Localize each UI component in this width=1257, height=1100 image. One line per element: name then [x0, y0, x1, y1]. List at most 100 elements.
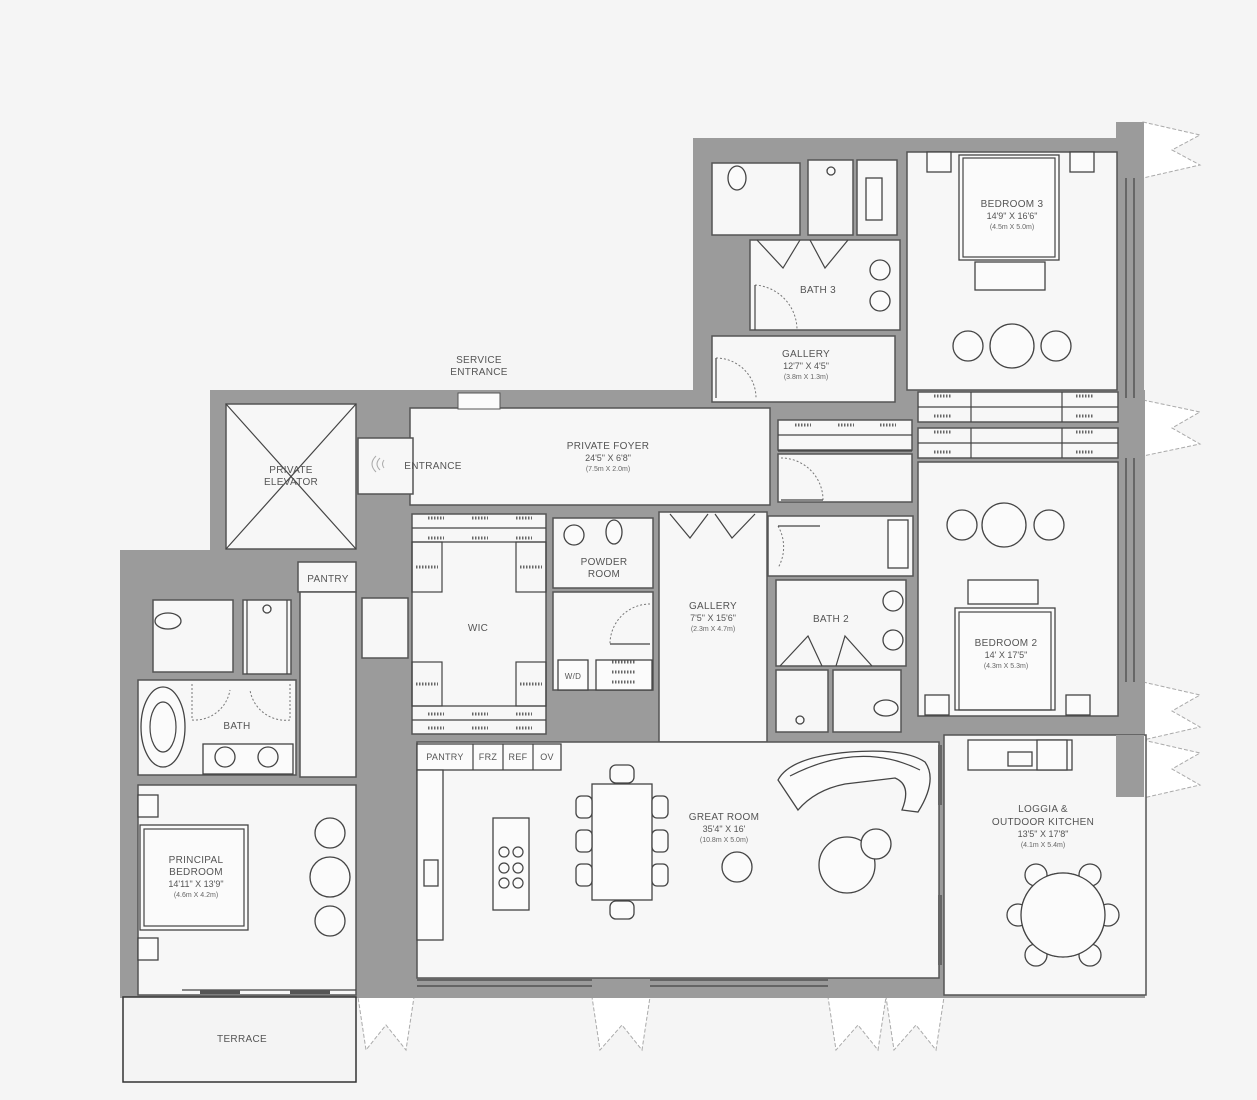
hall-closet [777, 453, 913, 503]
gallery-central-name: GALLERY [689, 601, 737, 612]
chair-icon [1040, 330, 1072, 362]
bath-shower [242, 599, 292, 675]
shower-head-icon [826, 166, 836, 176]
sink-icon [882, 590, 904, 612]
kitchen-sink-icon [423, 859, 439, 887]
entrance-light-icon [371, 455, 385, 473]
nightstand [1065, 694, 1091, 716]
elevator-line1: PRIVATE [269, 465, 312, 476]
sectional-sofa-icon [777, 750, 931, 813]
laundry-shelf [595, 659, 653, 691]
principal-line2: BEDROOM [169, 867, 223, 878]
nightstand [924, 694, 950, 716]
grill-icon [1007, 751, 1033, 767]
shower-head-icon [795, 715, 805, 725]
bath3-name: BATH 3 [800, 285, 836, 296]
outdoor-fridge [1036, 739, 1068, 771]
nightstand [926, 151, 952, 173]
kitchen-pantry-label: PANTRY [426, 752, 463, 762]
loggia-line1: LOGGIA & [1018, 804, 1068, 815]
coffee-table-icon [818, 836, 876, 894]
wic [411, 513, 547, 735]
private-foyer-name: PRIVATE FOYER [567, 441, 649, 452]
washer-dryer [557, 659, 589, 691]
table-icon [981, 502, 1027, 548]
wd-label: W/D [565, 672, 581, 681]
kitchen [416, 743, 562, 941]
bedroom2-dim: 14' X 17'5" [985, 650, 1028, 660]
pantry-corridor [299, 591, 357, 778]
chair-icon [946, 509, 978, 541]
bath2 [775, 579, 907, 667]
sink-icon [869, 259, 891, 281]
kitchen-frz-label: FRZ [479, 752, 498, 762]
nightstand [1069, 151, 1095, 173]
exterior-balcony-flags [123, 121, 1202, 1052]
entrance-vestibule [357, 437, 414, 495]
loggia-metric: (4.1m X 5.4m) [1021, 842, 1065, 849]
great-room-dim: 35'4" X 16' [703, 824, 746, 834]
gallery-north-dim: 12'7" X 4'5" [783, 361, 829, 371]
service-entrance-line2: ENTRANCE [450, 367, 507, 378]
bedroom3-dim: 14'9" X 16'6" [987, 211, 1038, 221]
tub-icon [865, 177, 883, 221]
bedroom3-metric: (4.5m X 5.0m) [990, 224, 1034, 231]
gallery-central-metric: (2.3m X 4.7m) [691, 626, 735, 633]
nightstand [137, 937, 159, 961]
bath3 [749, 239, 901, 331]
sink-icon [257, 746, 279, 768]
chair-icon [314, 905, 346, 937]
dining-set [575, 764, 669, 920]
bedroom2-name: BEDROOM 2 [975, 638, 1038, 649]
pantry-west [297, 561, 357, 593]
entrance-label: ENTRANCE [404, 461, 461, 472]
chair-icon [1033, 509, 1065, 541]
kitchen-ov-label: OV [540, 752, 554, 762]
toilet-icon [873, 699, 899, 717]
hangers [795, 394, 1094, 454]
great-room-name: GREAT ROOM [689, 812, 759, 823]
powder-line2: ROOM [588, 569, 620, 580]
gallery-central-dim: 7'5" X 15'6" [690, 613, 736, 623]
bedroom3-name: BEDROOM 3 [981, 199, 1044, 210]
side-table-icon [721, 851, 753, 883]
door-opening-west [361, 597, 409, 659]
principal-line1: PRINCIPAL [169, 855, 224, 866]
bathtub-icon [140, 686, 186, 768]
gallery-north [711, 335, 896, 403]
bench [967, 579, 1039, 605]
gallery-north-name: GALLERY [782, 349, 830, 360]
bath2-linen [887, 519, 909, 569]
kitchen-ref-label: REF [509, 752, 528, 762]
toilet-icon [605, 519, 623, 545]
sink-icon [882, 629, 904, 651]
ottoman-icon [860, 828, 892, 860]
sink-icon [214, 746, 236, 768]
wic-racks [411, 516, 547, 730]
bath-principal-label: BATH [223, 721, 250, 732]
gallery-north-metric: (3.8m X 1.3m) [784, 374, 828, 381]
loggia-dim: 13'5" X 17'8" [1018, 829, 1069, 839]
pantry-west-label: PANTRY [307, 574, 348, 585]
private-foyer-dim: 24'5" X 6'8" [585, 453, 631, 463]
bed-icon [139, 824, 249, 931]
gallery-central [658, 511, 768, 743]
great-room-metric: (10.8m X 5.0m) [700, 837, 748, 844]
sink-icon [869, 290, 891, 312]
service-entrance-line1: SERVICE [456, 355, 502, 366]
kitchen-island [492, 817, 530, 911]
principal-metric: (4.6m X 4.2m) [174, 892, 218, 899]
bed-icon [958, 154, 1060, 261]
closet-racks [778, 392, 1118, 458]
windows [182, 178, 1135, 994]
bedroom2-metric: (4.3m X 5.3m) [984, 663, 1028, 670]
bath-wc [152, 599, 234, 673]
shower-head-icon [262, 604, 272, 614]
bath3-wc [711, 162, 801, 236]
principal-dim: 14'11" X 13'9" [168, 879, 223, 889]
toilet-icon [727, 165, 747, 191]
terrace-label: TERRACE [217, 1034, 267, 1045]
toilet-icon [154, 612, 182, 630]
terrace [122, 996, 357, 1083]
